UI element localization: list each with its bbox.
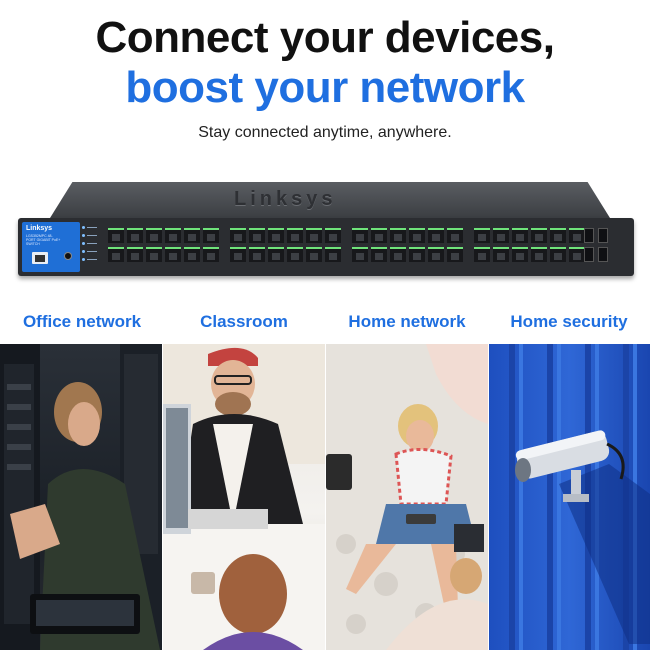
ethernet-port-icon [474, 228, 490, 243]
ethernet-port-icon [268, 228, 284, 243]
ethernet-port-icon [512, 247, 528, 262]
network-switch-image: Linksys Linksys LGS352MPC 48-PORT GIGABI… [14, 176, 638, 286]
switch-front-panel: Linksys LGS352MPC 48-PORT GIGABIT PoE+ S… [18, 218, 634, 276]
ethernet-port-icon [306, 247, 322, 262]
ethernet-port-icon [287, 247, 303, 262]
led-icon [82, 250, 85, 253]
ethernet-port-icon [352, 247, 368, 262]
ethernet-port-icon [230, 247, 246, 262]
switch-model-label: LGS352MPC 48-PORT GIGABIT PoE+ SWITCH [26, 234, 61, 246]
ethernet-port-icon [268, 247, 284, 262]
ethernet-port-icon [371, 228, 387, 243]
ethernet-port-icon [447, 247, 463, 262]
category-home-network: Home network [348, 312, 466, 331]
ethernet-port-icon [108, 228, 124, 243]
ethernet-port-icon [493, 228, 509, 243]
switch-emboss-logo: Linksys [234, 188, 337, 210]
ethernet-port-icon [127, 247, 143, 262]
switch-brand-label: Linksys [26, 225, 53, 232]
category-classroom: Classroom [200, 312, 288, 331]
ethernet-port-icon [371, 247, 387, 262]
ethernet-port-icon [127, 228, 143, 243]
port-group [108, 228, 228, 266]
switch-brand-plate: Linksys LGS352MPC 48-PORT GIGABIT PoE+ S… [22, 222, 80, 272]
headline-line1: Connect your devices, [95, 13, 555, 62]
photo-classroom [163, 344, 325, 650]
sfp-port-icon [598, 228, 608, 243]
ethernet-port-icon [249, 247, 265, 262]
ethernet-port-icon [569, 228, 585, 243]
sfp-port-icon [584, 247, 594, 262]
ethernet-port-icon [165, 247, 181, 262]
ethernet-port-icon [428, 228, 444, 243]
ethernet-port-icon [512, 228, 528, 243]
ethernet-port-icon [230, 228, 246, 243]
ethernet-port-icon [184, 228, 200, 243]
console-port-icon [32, 252, 48, 264]
category-office-network: Office network [22, 312, 142, 331]
ethernet-port-icon [409, 228, 425, 243]
sfp-port-icon [584, 228, 594, 243]
led-icon [82, 226, 85, 229]
ethernet-port-icon [287, 228, 303, 243]
ethernet-port-icon [146, 247, 162, 262]
category-home-security: Home security [510, 312, 628, 331]
ethernet-port-icon [203, 247, 219, 262]
sfp-port-icon [598, 247, 608, 262]
photo-office-network [0, 344, 162, 650]
photo-home-network [326, 344, 488, 650]
led-icon [82, 258, 85, 261]
ethernet-port-icon [352, 228, 368, 243]
ethernet-port-icon [390, 247, 406, 262]
ethernet-port-icon [390, 228, 406, 243]
led-icon [82, 242, 85, 245]
reset-button-icon [64, 252, 72, 260]
port-group [230, 228, 350, 266]
ethernet-port-icon [306, 228, 322, 243]
port-group [474, 228, 594, 266]
ethernet-port-icon [474, 247, 490, 262]
headline-line2: boost your network [125, 63, 525, 112]
tagline: Stay connected anytime, anywhere. [198, 124, 452, 141]
ethernet-port-icon [531, 228, 547, 243]
photo-home-security [489, 344, 650, 650]
led-icon [82, 234, 85, 237]
ethernet-port-icon [146, 228, 162, 243]
ethernet-port-icon [325, 228, 341, 243]
status-leds [82, 224, 102, 268]
ethernet-port-icon [531, 247, 547, 262]
ethernet-port-icon [184, 247, 200, 262]
ethernet-port-icon [550, 228, 566, 243]
switch-top-panel [50, 182, 610, 218]
ethernet-port-icon [447, 228, 463, 243]
sfp-port-bank [576, 228, 626, 266]
ethernet-port-icon [249, 228, 265, 243]
ethernet-port-icon [108, 247, 124, 262]
port-group [352, 228, 472, 266]
ethernet-port-icon [325, 247, 341, 262]
ethernet-port-icon [550, 247, 566, 262]
ethernet-port-icon [409, 247, 425, 262]
ethernet-port-icon [428, 247, 444, 262]
ethernet-port-icon [203, 228, 219, 243]
ethernet-port-icon [569, 247, 585, 262]
ethernet-port-icon [493, 247, 509, 262]
ethernet-port-icon [165, 228, 181, 243]
